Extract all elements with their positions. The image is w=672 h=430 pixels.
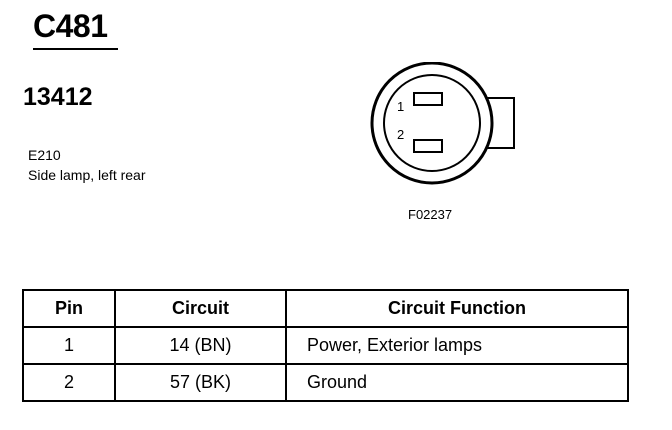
circuit-cell: 57 (BK): [114, 363, 287, 402]
pin-1-label: 1: [397, 99, 404, 114]
connector-inner-ring: [383, 74, 481, 172]
pin-2-label: 2: [397, 127, 404, 142]
table-row: 1 14 (BN) Power, Exterior lamps: [22, 326, 629, 365]
connector-locking-tab: [484, 97, 515, 149]
header-pin: Pin: [22, 289, 116, 328]
connector-outer-ring: [370, 62, 494, 185]
component-description: Side lamp, left rear: [28, 167, 146, 183]
figure-code: F02237: [408, 207, 453, 222]
connector-id: C481: [33, 8, 108, 44]
pin-1-terminal: [413, 92, 443, 106]
pin-cell: 2: [22, 363, 116, 402]
header-circuit-function: Circuit Function: [285, 289, 629, 328]
connector-id-underline: [33, 48, 118, 50]
connector-face-diagram: 1 2: [370, 62, 515, 185]
pin-2-terminal: [413, 139, 443, 153]
table-row: 2 57 (BK) Ground: [22, 363, 629, 402]
circuit-function-cell: Ground: [285, 363, 629, 402]
part-number: 13412: [23, 83, 93, 111]
circuit-function-cell: Power, Exterior lamps: [285, 326, 629, 365]
circuit-cell: 14 (BN): [114, 326, 287, 365]
header-circuit: Circuit: [114, 289, 287, 328]
pin-circuit-table: Pin Circuit Circuit Function 1 14 (BN) P…: [22, 289, 629, 402]
table-header-row: Pin Circuit Circuit Function: [22, 289, 629, 328]
component-code: E210: [28, 147, 61, 163]
pin-cell: 1: [22, 326, 116, 365]
